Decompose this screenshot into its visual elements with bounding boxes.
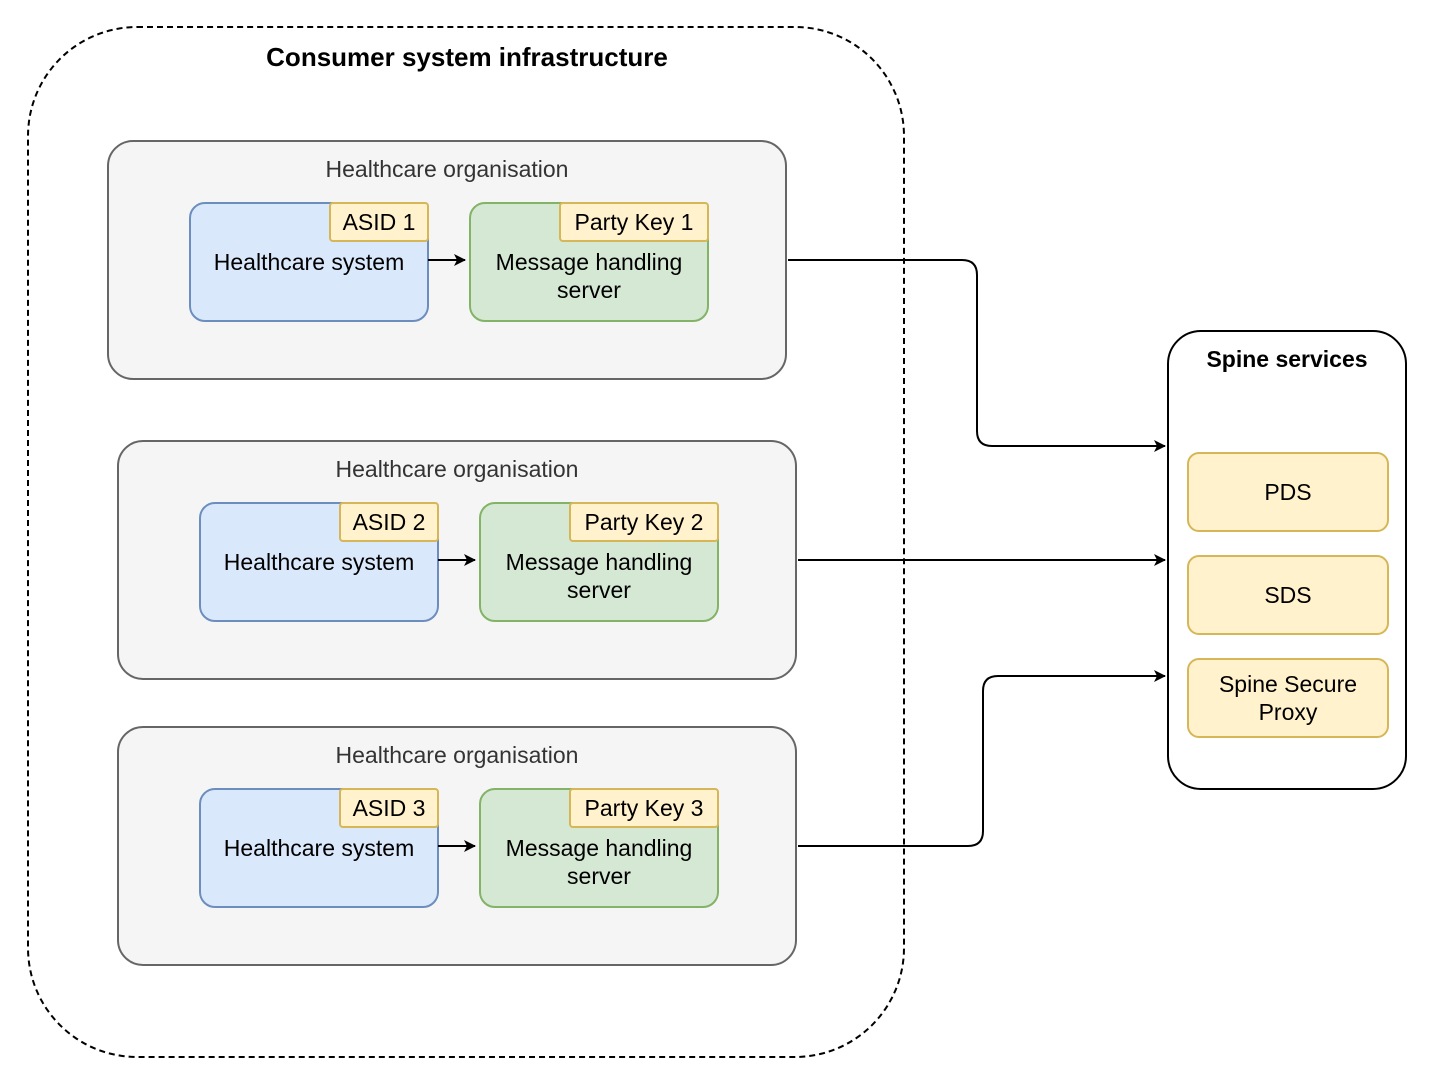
consumer-infrastructure-boundary: [27, 26, 905, 1058]
party-key-tag-1[interactable]: Party Key 1: [559, 202, 709, 242]
service-sds[interactable]: SDS: [1187, 555, 1389, 635]
healthcare-organisation-1[interactable]: Healthcare organisation Healthcare syste…: [107, 140, 787, 380]
service-label: PDS: [1264, 479, 1312, 505]
healthcare-organisation-3[interactable]: Healthcare organisation Healthcare syste…: [117, 726, 797, 966]
asid-tag-3[interactable]: ASID 3: [339, 788, 439, 828]
service-pds[interactable]: PDS: [1187, 452, 1389, 532]
party-key-tag-2[interactable]: Party Key 2: [569, 502, 719, 542]
message-handling-server-label: Message handling server: [505, 549, 693, 603]
organisation-title: Healthcare organisation: [335, 456, 579, 482]
service-label: Spine Secure Proxy: [1218, 671, 1358, 725]
message-handling-server-label: Message handling server: [495, 249, 683, 303]
asid-tag-1[interactable]: ASID 1: [329, 202, 429, 242]
healthcare-system-label: Healthcare system: [223, 549, 415, 575]
healthcare-system-label: Healthcare system: [213, 249, 405, 275]
healthcare-organisation-2[interactable]: Healthcare organisation Healthcare syste…: [117, 440, 797, 680]
organisation-title: Healthcare organisation: [325, 156, 569, 182]
service-label: SDS: [1264, 582, 1312, 608]
infrastructure-title: Consumer system infrastructure: [266, 42, 668, 72]
organisation-title: Healthcare organisation: [335, 742, 579, 768]
spine-services-container[interactable]: Spine services PDS SDS Spine Secure Prox…: [1167, 330, 1407, 790]
message-handling-server-label: Message handling server: [505, 835, 693, 889]
party-key-tag-3[interactable]: Party Key 3: [569, 788, 719, 828]
healthcare-system-label: Healthcare system: [223, 835, 415, 861]
asid-tag-2[interactable]: ASID 2: [339, 502, 439, 542]
service-spine-secure-proxy[interactable]: Spine Secure Proxy: [1187, 658, 1389, 738]
spine-services-title: Spine services: [1206, 346, 1368, 372]
